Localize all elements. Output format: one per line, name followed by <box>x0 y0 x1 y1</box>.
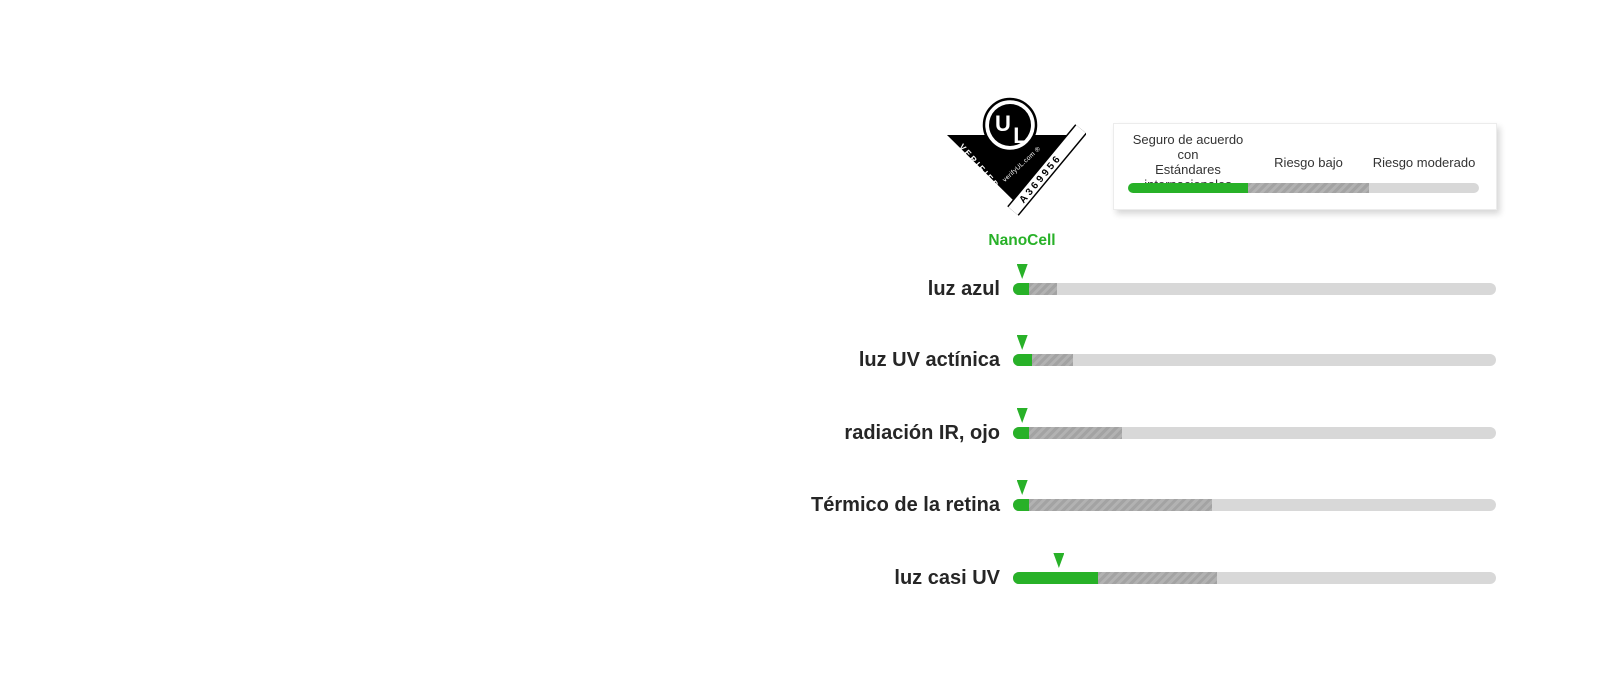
risk-legend-labels: Seguro de acuerdo con Estándares interna… <box>1128 132 1479 192</box>
ul-logo-letter-u: U <box>995 111 1011 136</box>
risk-bar <box>1013 283 1496 295</box>
legend-segment-moderate <box>1369 183 1479 193</box>
legend-label-safe-line1: Seguro de acuerdo con <box>1132 132 1244 162</box>
legend-label-low: Riesgo bajo <box>1248 155 1369 170</box>
nanocell-marker-icon <box>1016 480 1028 495</box>
ul-logo-disc <box>989 104 1031 146</box>
risk-bar-segment-safe <box>1013 354 1032 366</box>
risk-bar-segment-safe <box>1013 427 1029 439</box>
risk-bar-segment-safe <box>1013 283 1029 295</box>
risk-legend-panel: Seguro de acuerdo con Estándares interna… <box>1113 123 1497 210</box>
risk-bar <box>1013 427 1496 439</box>
legend-label-moderate-text: Riesgo moderado <box>1372 154 1476 170</box>
risk-bar <box>1013 499 1496 511</box>
risk-row-label: Térmico de la retina <box>811 494 1000 516</box>
nanocell-marker-label: NanoCell <box>988 232 1056 249</box>
legend-segment-safe <box>1128 183 1249 193</box>
nanocell-marker-icon <box>1016 408 1028 423</box>
nanocell-marker-icon <box>1016 335 1028 350</box>
ul-badge-strip <box>1008 125 1086 215</box>
legend-label-moderate: Riesgo moderado <box>1369 155 1479 170</box>
risk-bar-segment-low <box>1013 427 1123 439</box>
risk-bar-segment-safe <box>1013 572 1098 584</box>
ul-verified-badge: VERIFIED verifyUL.com ® A369956 U L <box>947 97 1086 216</box>
legend-label-low-text: Riesgo bajo <box>1274 154 1343 170</box>
risk-legend-scale-bar <box>1128 183 1479 193</box>
nanocell-marker-icon <box>1016 264 1028 279</box>
risk-row-label: luz azul <box>927 278 1000 300</box>
risk-row-label: luz casi UV <box>894 567 1000 589</box>
legend-segment-low <box>1248 183 1370 193</box>
nanocell-marker-icon <box>1053 553 1065 568</box>
ul-badge-triangle <box>947 135 1076 205</box>
risk-bar <box>1013 572 1496 584</box>
ul-logo-letter-l: L <box>1013 123 1026 148</box>
risk-row-label: radiación IR, ojo <box>844 422 1000 444</box>
risk-row-label: luz UV actínica <box>858 349 1000 371</box>
risk-bar <box>1013 354 1496 366</box>
risk-bar-segment-safe <box>1013 499 1029 511</box>
risk-bar-segment-low <box>1013 499 1212 511</box>
